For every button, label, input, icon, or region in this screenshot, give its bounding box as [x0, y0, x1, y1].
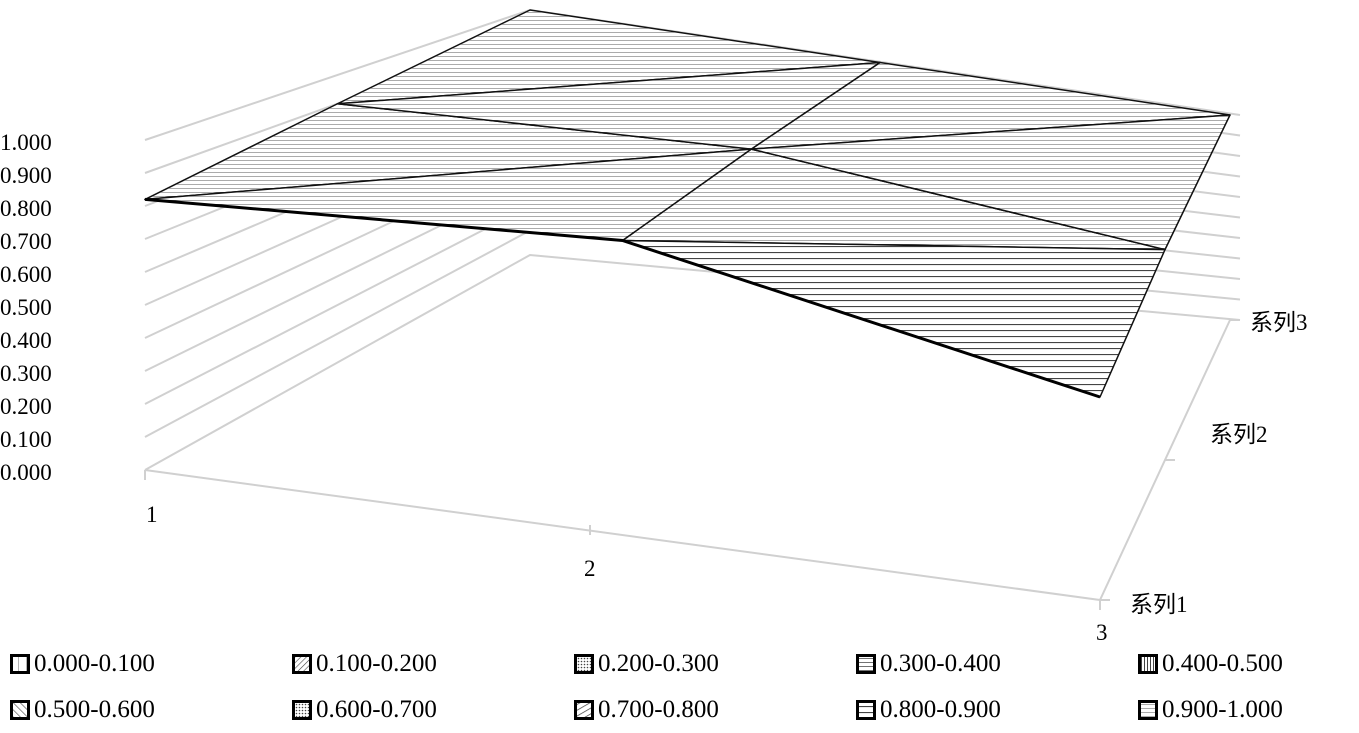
- legend-item: 0.800-0.900: [856, 694, 1138, 726]
- legend-label: 0.200-0.300: [598, 650, 719, 677]
- surface: [144, 9, 1231, 399]
- surface-chart: 0.000 0.100 0.200 0.300 0.400 0.500 0.600 0.700…: [0, 8, 1308, 645]
- legend-swatch: [856, 654, 876, 674]
- legend: 0.000-0.100 0.100-0.200 0.200-0.300 0.300-0…: [10, 648, 1359, 726]
- z-tick-label: 0.500: [0, 295, 52, 320]
- legend-item: 0.000-0.100: [10, 648, 292, 680]
- legend-item: 0.500-0.600: [10, 694, 292, 726]
- legend-swatch: [292, 700, 312, 720]
- legend-label: 0.900-1.000: [1162, 696, 1283, 723]
- legend-label: 0.100-0.200: [316, 650, 437, 677]
- legend-item: 0.100-0.200: [292, 648, 574, 680]
- legend-label: 0.500-0.600: [34, 696, 155, 723]
- z-tick-label: 0.200: [0, 394, 52, 419]
- surface-facet: [336, 61, 881, 150]
- x-tick-label: 3: [1096, 620, 1108, 645]
- x-tick-label: 1: [146, 502, 158, 527]
- surface-facet: [621, 239, 1166, 398]
- legend-item: 0.400-0.500: [1138, 648, 1359, 680]
- legend-swatch: [10, 700, 30, 720]
- axis-labels: 0.000 0.100 0.200 0.300 0.400 0.500 0.600 0.700…: [0, 130, 1308, 645]
- legend-swatch: [1138, 654, 1158, 674]
- legend-item: 0.200-0.300: [574, 648, 856, 680]
- z-tick-label: 0.100: [0, 427, 52, 452]
- z-tick-label: 0.900: [0, 163, 52, 188]
- z-tick-label: 0.600: [0, 262, 52, 287]
- z-tick-label: 0.700: [0, 229, 52, 254]
- legend-label: 0.700-0.800: [598, 696, 719, 723]
- z-tick-label: 0.000: [0, 460, 52, 485]
- legend-swatch: [574, 654, 594, 674]
- x-tick-label: 2: [584, 556, 596, 581]
- z-tick-label: 0.300: [0, 361, 52, 386]
- legend-item: 0.300-0.400: [856, 648, 1138, 680]
- z-tick-label: 1.000: [0, 130, 52, 155]
- surface-front-edge: [144, 197, 1101, 399]
- legend-swatch: [292, 654, 312, 674]
- legend-swatch: [10, 654, 30, 674]
- z-tick-label: 0.800: [0, 196, 52, 221]
- legend-item: 0.900-1.000: [1138, 694, 1359, 726]
- legend-label: 0.800-0.900: [880, 696, 1001, 723]
- legend-item: 0.600-0.700: [292, 694, 574, 726]
- legend-label: 0.300-0.400: [880, 650, 1001, 677]
- legend-label: 0.600-0.700: [316, 696, 437, 723]
- legend-label: 0.000-0.100: [34, 650, 155, 677]
- series-label: 系列1: [1130, 592, 1188, 617]
- legend-swatch: [856, 700, 876, 720]
- series-label: 系列3: [1250, 310, 1308, 335]
- legend-swatch: [1138, 700, 1158, 720]
- z-tick-label: 0.400: [0, 328, 52, 353]
- surface-facet: [750, 114, 1231, 251]
- series-label: 系列2: [1210, 422, 1268, 447]
- legend-label: 0.400-0.500: [1162, 650, 1283, 677]
- legend-item: 0.700-0.800: [574, 694, 856, 726]
- legend-swatch: [574, 700, 594, 720]
